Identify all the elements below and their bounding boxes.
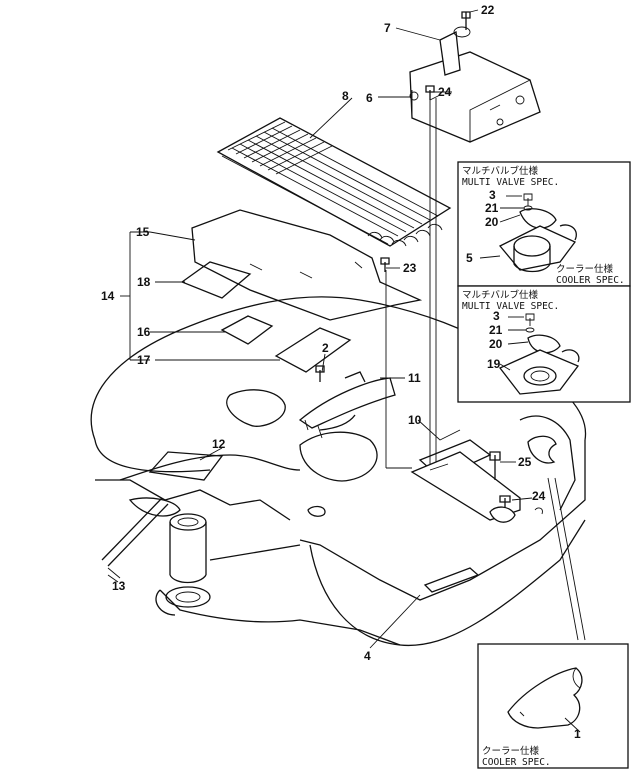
caption-multivalve-upper-jp: マルチバルブ仕様: [462, 165, 539, 177]
caption-cooler-bottom-jp: クーラー仕様: [482, 745, 540, 757]
caption-cooler-upper-jp: クーラー仕様: [556, 263, 614, 275]
callout-13: 13: [112, 579, 126, 593]
part-15-cover: [191, 209, 423, 321]
caption-multivalve-upper-en: MULTI VALVE SPEC.: [462, 177, 559, 188]
inset-multivalve-cooler-upper: [457, 161, 631, 287]
callout-15: 15: [136, 225, 150, 239]
inset-multivalve-lower: [457, 285, 631, 403]
callout-14: 14: [101, 289, 115, 303]
callout-3-lower: 3: [493, 309, 500, 323]
callout-18: 18: [137, 275, 151, 289]
callout-4: 4: [364, 649, 371, 663]
lower-plate: [410, 435, 557, 523]
part-11-bracket: [298, 371, 396, 439]
caption-cooler-bottom-en: COOLER SPEC.: [482, 757, 551, 768]
callout-20-lower: 20: [489, 337, 503, 351]
callout-24-upper: 24: [438, 85, 452, 99]
callout-2: 2: [322, 341, 329, 355]
callouts: 22 7 6 24 8 15 23 14 18 16 17 2 11 12 10…: [101, 3, 581, 741]
callout-21-lower: 21: [489, 323, 503, 337]
part-13-rod: [101, 497, 169, 583]
callout-24-lower: 24: [532, 489, 546, 503]
callout-21-upper: 21: [485, 201, 499, 215]
caption-cooler-upper-en: COOLER SPEC.: [556, 275, 625, 286]
swing-post: [165, 513, 211, 608]
callout-5: 5: [466, 251, 473, 265]
pads: [148, 261, 352, 481]
caption-multivalve-lower-en: MULTI VALVE SPEC.: [462, 301, 559, 312]
inset-captions: マルチバルブ仕様 MULTI VALVE SPEC. クーラー仕様 COOLER…: [462, 165, 625, 768]
callout-17: 17: [137, 353, 151, 367]
callout-11: 11: [408, 371, 421, 385]
leader-lines: [107, 9, 586, 649]
callout-7: 7: [384, 21, 391, 35]
valve-bracket-assembly: [409, 11, 541, 470]
callout-16: 16: [137, 325, 151, 339]
callout-3-upper: 3: [489, 188, 496, 202]
caption-multivalve-lower-jp: マルチバルブ仕様: [462, 289, 539, 301]
callout-25: 25: [518, 455, 532, 469]
callout-12: 12: [212, 437, 226, 451]
part-8-cooler: [216, 117, 452, 247]
callout-23: 23: [403, 261, 417, 275]
callout-6: 6: [366, 91, 373, 105]
callout-20-upper: 20: [485, 215, 499, 229]
callout-22: 22: [481, 3, 495, 17]
inset-cooler-bottom: [477, 643, 629, 769]
callout-19: 19: [487, 357, 501, 371]
bolts: [315, 85, 435, 382]
callout-1: 1: [574, 727, 581, 741]
callout-8: 8: [342, 89, 349, 103]
callout-10: 10: [408, 413, 422, 427]
